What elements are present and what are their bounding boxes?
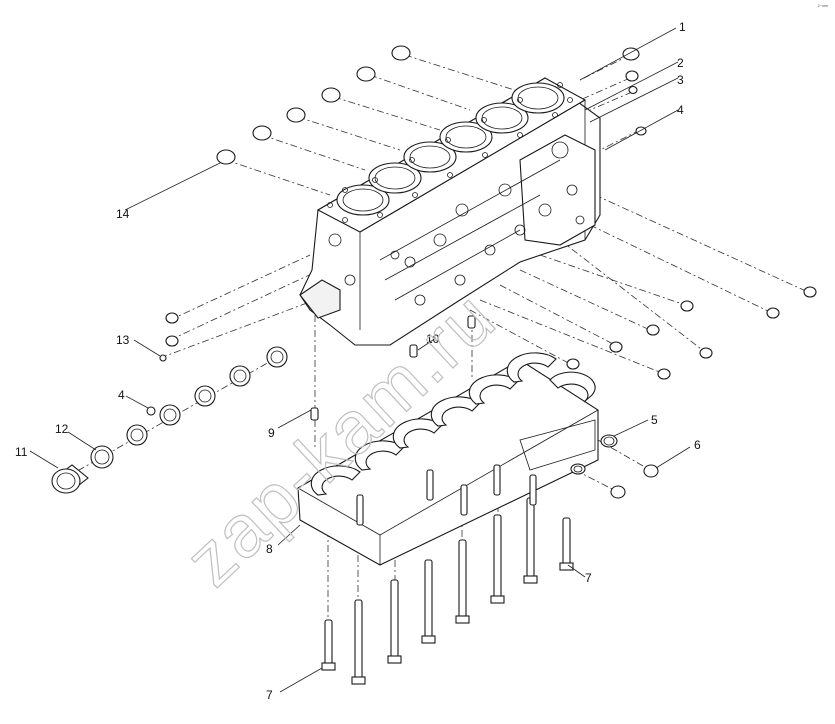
callout-14: 14 (116, 207, 130, 221)
main-bearing-bolts (321, 464, 574, 685)
camshaft-bushings (51, 346, 288, 494)
corner-mark: ²⁻ᵐᵐ (818, 4, 828, 10)
leader-lines (29, 27, 691, 693)
crankcase-ladder (297, 352, 599, 566)
callout-13: 13 (116, 333, 130, 347)
callout-3: 3 (677, 73, 684, 87)
callout-2: 2 (677, 56, 684, 70)
callout-10: 10 (426, 332, 440, 346)
callout-11: 11 (15, 445, 28, 459)
callout-4-left: 4 (118, 388, 125, 402)
callout-8: 8 (266, 542, 273, 556)
callout-7-bottom: 7 (266, 688, 273, 702)
dowels-and-seals (310, 315, 659, 499)
callout-6: 6 (694, 438, 701, 452)
callout-4-top: 4 (677, 103, 684, 117)
callout-numbers: 1 2 3 4 14 13 4 12 11 9 10 5 6 8 7 7 (15, 20, 701, 702)
callout-7-right: 7 (585, 571, 592, 585)
plugs-left (146, 312, 179, 416)
callout-5: 5 (651, 413, 658, 427)
plugs-right (566, 286, 817, 380)
cylinder-block (299, 77, 601, 346)
callout-1: 1 (679, 20, 686, 34)
cup-plugs-top (216, 45, 647, 165)
callout-9: 9 (268, 426, 275, 440)
callout-12: 12 (55, 422, 69, 436)
